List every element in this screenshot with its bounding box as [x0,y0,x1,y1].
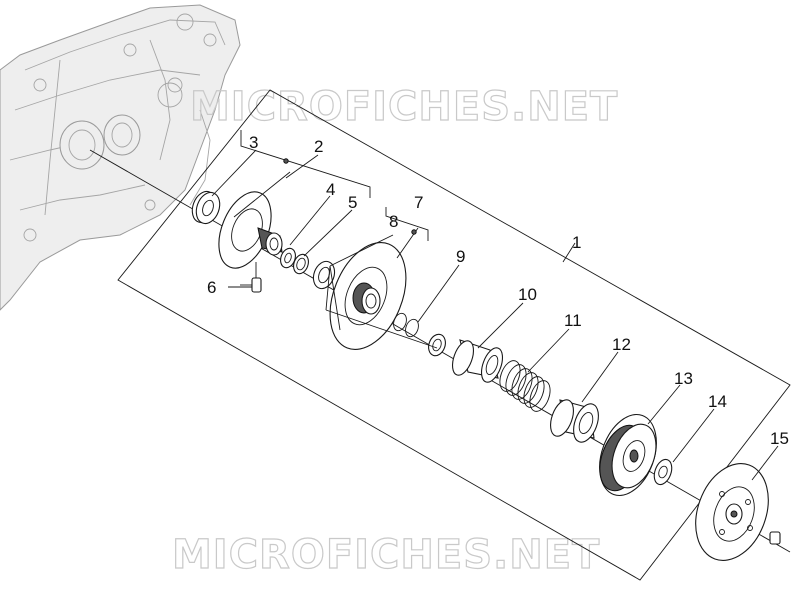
bracket-group-7 [385,207,429,241]
callout-labels: 1 2 3 4 5 6 7 8 9 10 11 12 13 14 15 [207,133,789,448]
part-10-bushing [451,339,504,383]
part-7-movable-pulley [329,241,407,351]
callout-2: 2 [314,137,323,156]
callout-9: 9 [456,247,465,266]
callout-5: 5 [348,193,357,212]
leader-lines [211,149,779,481]
crankcase-housing [0,4,241,311]
callout-8: 8 [389,212,398,231]
callout-12: 12 [612,335,631,354]
callout-4: 4 [326,180,335,199]
callout-11: 11 [564,311,582,330]
part-15-clutch-bell [695,463,781,561]
watermark-bottom: MICROFICHES.NET [172,532,600,578]
part-5-ring [293,253,309,275]
part-3-bearing [191,190,221,225]
callout-3: 3 [249,133,258,152]
callout-13: 13 [674,369,693,388]
callout-1: 1 [572,233,581,252]
callout-15: 15 [770,429,789,448]
part-6-screw [240,262,262,293]
assembly-outline [117,89,791,581]
part-12-sleeve [550,399,599,443]
part-14-nut [653,458,673,486]
watermark-top: MICROFICHES.NET [190,84,618,130]
part-13-clutch [599,413,657,497]
callout-14: 14 [708,392,727,411]
part-9-seals [393,312,446,357]
bracket-group-2 [240,130,371,198]
callout-10: 10 [518,285,537,304]
part-8-seal [312,260,336,290]
part-2-fixed-pulley [218,191,283,269]
callout-7: 7 [414,193,423,212]
callout-6: 6 [207,278,216,297]
part-11-spring [499,360,551,412]
